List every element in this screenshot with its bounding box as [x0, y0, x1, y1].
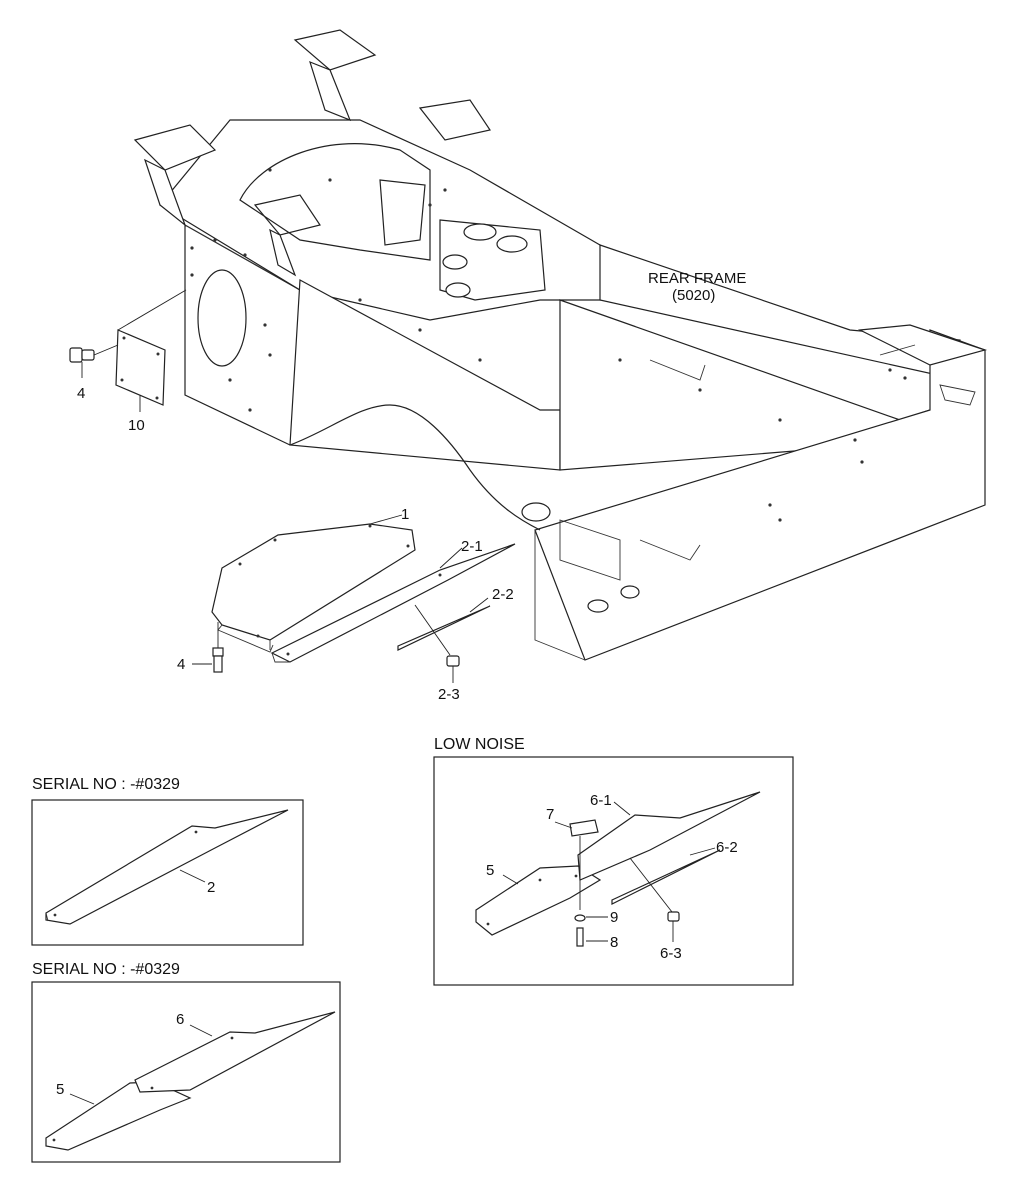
low-noise-covers	[475, 791, 761, 947]
callout-6-1: 6-1	[590, 792, 612, 809]
strip-2-2	[397, 597, 491, 651]
callout-6-3: 6-3	[660, 945, 682, 962]
serial-panel-b-title: SERIAL NO : -#0329	[32, 961, 180, 978]
under-cover-5-6-serial	[45, 1011, 336, 1151]
bolt-2-3	[414, 604, 460, 683]
callout-2-3: 2-3	[438, 686, 460, 703]
callout-6-serial: 6	[176, 1011, 184, 1028]
frame-bolt-holes	[190, 168, 907, 522]
serial-panel-a	[31, 799, 304, 946]
callout-1: 1	[401, 506, 409, 523]
callout-5-low-noise: 5	[486, 862, 494, 879]
bolt-4-top	[69, 344, 119, 378]
serial-panel-a-title: SERIAL NO : -#0329	[32, 776, 180, 793]
cover-plate-10	[115, 289, 187, 412]
frame-name-line2: (5020)	[672, 287, 715, 304]
frame-name-line1: REAR FRAME	[648, 270, 746, 287]
under-cover-1	[211, 514, 416, 653]
callout-7: 7	[546, 806, 554, 823]
callout-4-bottom: 4	[177, 656, 185, 673]
callout-2-2: 2-2	[492, 586, 514, 603]
callout-6-2: 6-2	[716, 839, 738, 856]
callout-5-serial: 5	[56, 1081, 64, 1098]
callout-8: 8	[610, 934, 618, 951]
under-cover-2-serial	[45, 809, 289, 925]
under-cover-2-1	[270, 543, 516, 663]
callout-10: 10	[128, 417, 145, 434]
low-noise-title: LOW NOISE	[434, 736, 525, 753]
callout-4-top: 4	[77, 385, 85, 402]
low-noise-panel	[433, 756, 794, 986]
callout-2-serial: 2	[207, 879, 215, 896]
serial-panel-b	[31, 981, 341, 1163]
callout-9: 9	[610, 909, 618, 926]
rear-frame-drawing	[133, 29, 988, 661]
callout-2-1: 2-1	[461, 538, 483, 555]
bolt-4-bottom	[192, 622, 224, 673]
